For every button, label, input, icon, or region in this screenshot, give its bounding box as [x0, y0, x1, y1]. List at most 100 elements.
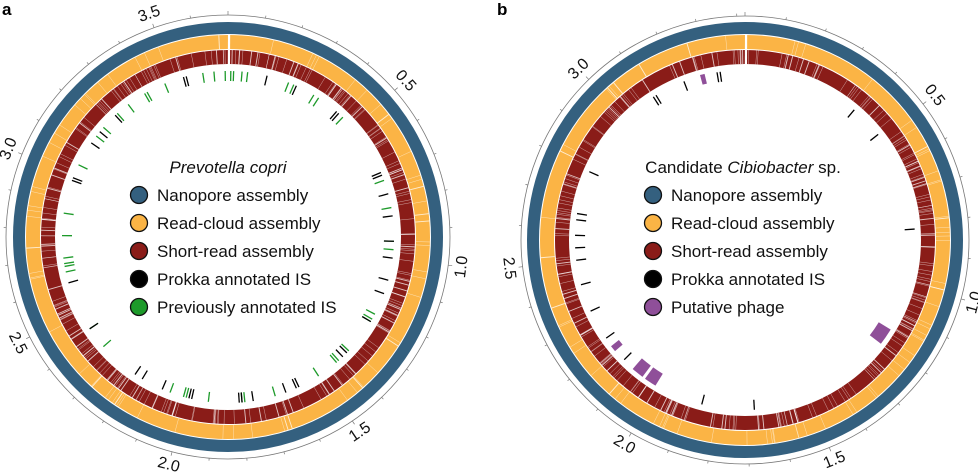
assembly-gap: [213, 409, 216, 424]
assembly-gap: [376, 325, 389, 334]
scale-tick: [528, 306, 532, 308]
assembly-gap: [345, 363, 356, 375]
assembly-gap: [784, 54, 789, 69]
previously-annotated-is-mark: [64, 261, 75, 265]
assembly-gap: [663, 399, 671, 412]
assembly-gap: [680, 405, 686, 419]
assembly-gap: [397, 270, 412, 274]
putative-phage-region: [644, 367, 663, 386]
assembly-gap: [876, 113, 888, 124]
previously-annotated-is-mark: [144, 93, 151, 103]
legend-swatch: [643, 241, 663, 261]
assembly-gap: [666, 400, 673, 414]
assembly-gap: [354, 354, 366, 365]
assembly-gap: [52, 296, 66, 302]
assembly-gap: [822, 397, 829, 411]
assembly-gap: [916, 196, 931, 201]
prokka-is-mark: [191, 389, 195, 400]
assembly-gap: [43, 207, 58, 210]
assembly-gap: [847, 382, 857, 395]
assembly-gap: [167, 400, 173, 415]
assembly-gap: [400, 218, 415, 221]
assembly-gap: [899, 323, 913, 331]
assembly-gap: [169, 59, 175, 73]
assembly-gap: [346, 100, 357, 112]
legend-item: Short-read assembly: [643, 241, 828, 261]
legend-item: Read-cloud assembly: [129, 213, 321, 233]
assembly-gap: [700, 55, 705, 69]
assembly-gap: [340, 368, 350, 380]
assembly-gap: [709, 412, 714, 427]
scale-tick: [36, 118, 40, 121]
scale-tick: [862, 46, 864, 50]
assembly-gap: [354, 109, 366, 120]
prokka-is-mark: [251, 391, 254, 402]
assembly-gap: [134, 74, 143, 87]
tick-label: 0.5: [392, 67, 420, 95]
assembly-gap: [555, 228, 570, 230]
assembly-gap: [218, 35, 220, 50]
assembly-gap: [779, 53, 783, 68]
prokka-is-mark: [114, 114, 123, 123]
assembly-gap: [366, 125, 379, 134]
assembly-gap: [781, 412, 785, 426]
prokka-is-mark: [141, 370, 148, 380]
assembly-gap: [860, 97, 871, 108]
assembly-gap: [733, 415, 735, 430]
assembly-gap: [346, 79, 356, 92]
assembly-gap: [671, 402, 678, 416]
scale-tick: [440, 301, 443, 304]
assembly-gap: [683, 406, 689, 420]
assembly-gap: [898, 147, 911, 155]
assembly-gap: [620, 96, 630, 108]
legend-title-prefix: Candidate: [645, 158, 727, 177]
assembly-gap: [638, 64, 647, 77]
assembly-gap: [632, 381, 641, 394]
assembly-gap: [91, 375, 102, 387]
assembly-gap: [912, 293, 927, 299]
assembly-gap: [614, 367, 625, 378]
scale-tick: [825, 28, 827, 32]
assembly-gap: [601, 355, 613, 365]
assembly-gap: [153, 65, 160, 79]
legend-label: Nanopore assembly: [671, 186, 823, 205]
assembly-gap: [934, 216, 949, 219]
assembly-gap: [192, 406, 196, 421]
assembly-gap: [606, 88, 617, 100]
assembly-gap: [600, 354, 612, 364]
assembly-gap: [609, 363, 621, 374]
prokka-is-mark: [90, 142, 100, 150]
assembly-gap: [574, 316, 587, 324]
ring-nanopore: [527, 22, 963, 458]
assembly-gap: [562, 287, 576, 292]
assembly-gap: [892, 135, 905, 144]
assembly-gap: [43, 265, 58, 268]
assembly-gap: [53, 300, 68, 306]
previously-annotated-is-mark: [245, 72, 249, 83]
prokka-is-mark: [576, 212, 588, 216]
assembly-gap: [778, 412, 782, 427]
assembly-gap: [903, 315, 917, 323]
previously-annotated-is-mark: [102, 126, 112, 135]
tick-label: 3.0: [0, 135, 21, 162]
legend-item: Read-cloud assembly: [643, 213, 835, 233]
assembly-gap: [870, 362, 882, 373]
assembly-gap: [386, 338, 399, 347]
assembly-gap: [304, 69, 311, 82]
assembly-gap: [757, 50, 759, 65]
assembly-gap: [623, 93, 633, 105]
prokka-is-mark: [331, 112, 340, 122]
assembly-gap: [783, 54, 787, 69]
assembly-gap: [570, 339, 583, 348]
assembly-gap: [755, 50, 757, 65]
assembly-gap: [894, 139, 907, 148]
assembly-gap: [340, 95, 351, 106]
assembly-gap: [560, 280, 574, 284]
assembly-gap: [663, 415, 670, 429]
legend-title-b: Candidate Cibiobacter sp.: [645, 158, 841, 177]
assembly-gap: [83, 346, 95, 357]
prokka-is-mark: [753, 399, 756, 410]
assembly-gap: [49, 325, 63, 333]
assembly-gap: [386, 163, 400, 170]
scale-tick: [925, 372, 928, 375]
